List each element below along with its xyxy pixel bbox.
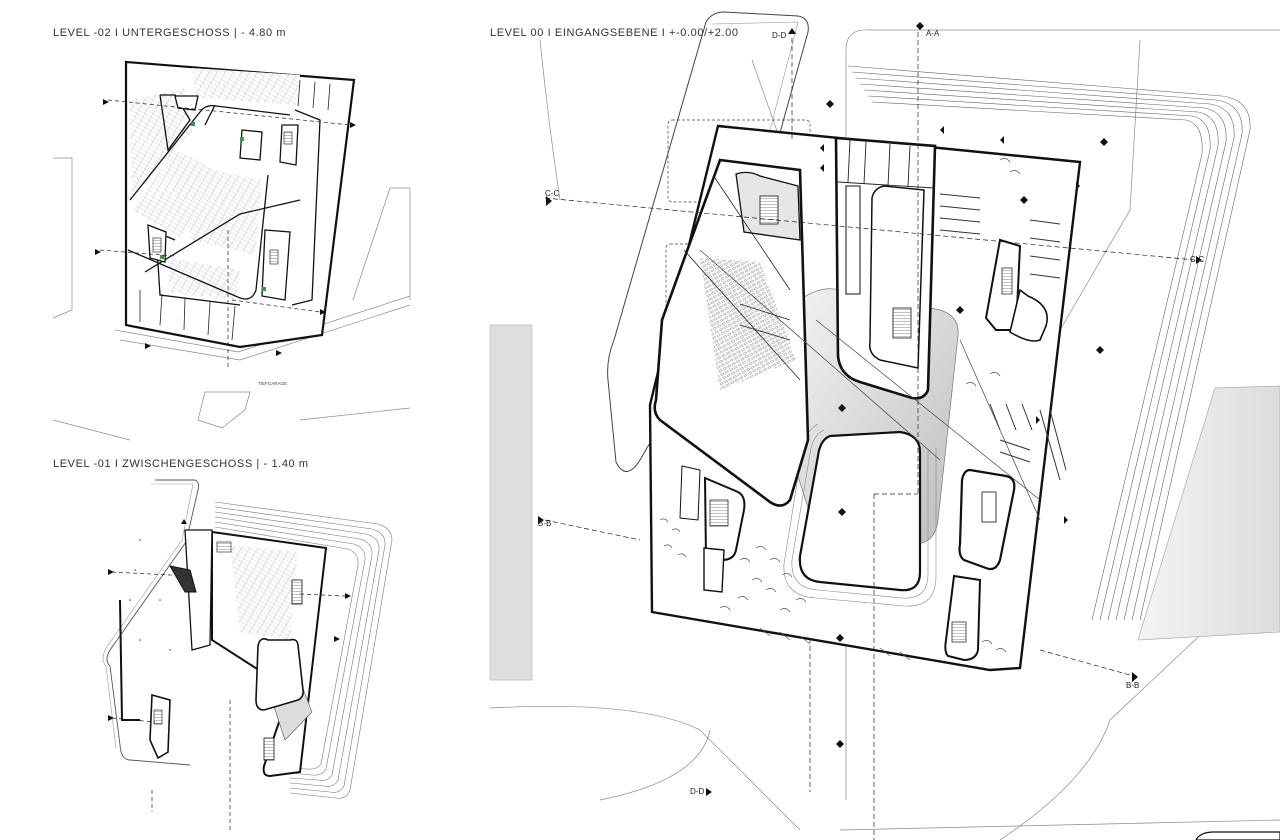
title-level-00: LEVEL 00 I EINGANGSEBENE I +-0.00/+2.00: [490, 27, 739, 39]
section-marker-aa: A-A: [926, 29, 940, 38]
section-marker-bb-right: B-B: [1126, 681, 1139, 690]
section-marker-dd-bottom: D-D: [690, 787, 704, 796]
road-label-tiefgarage: TIEFGARAGE: [258, 381, 287, 386]
sheet-frame-corner: [1195, 831, 1280, 840]
section-marker-cc-right: C-C: [1190, 255, 1204, 264]
plan-level-minus-2: TIEFGARAGE: [52, 60, 411, 441]
plan-level-00: A-A D-D D-D C-C C-C B-B B-B: [489, 11, 1280, 840]
title-level-minus-2: LEVEL -02 I UNTERGESCHOSS | - 4.80 m: [53, 27, 287, 39]
section-marker-dd-top: D-D: [772, 31, 786, 40]
title-level-minus-1: LEVEL -01 I ZWISCHENGESCHOSS | - 1.40 m: [53, 458, 309, 470]
section-marker-bb-left: B-B: [538, 519, 551, 528]
section-marker-cc-left: C-C: [545, 189, 559, 198]
plan-level-minus-1: [102, 479, 393, 832]
